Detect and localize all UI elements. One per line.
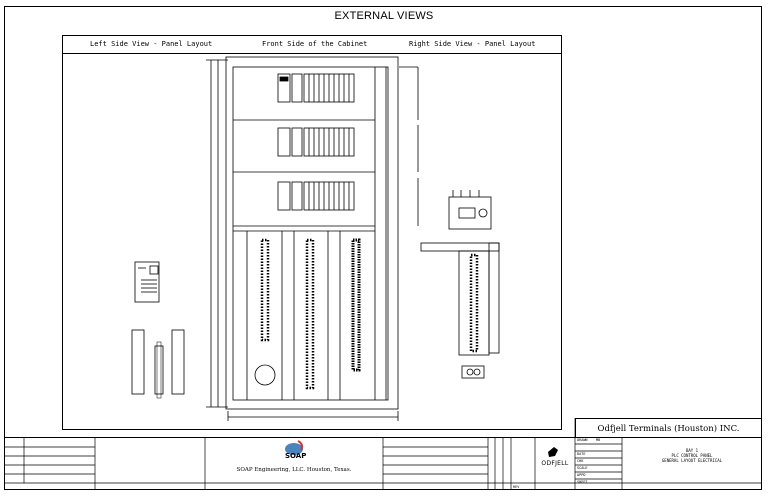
- odfjell-logo-icon: [548, 447, 558, 457]
- odfjell-logo-text: ODFJELL: [541, 460, 569, 467]
- description-line: GENERAL LAYOUT ELECTRICAL: [661, 458, 723, 463]
- views-header-divider: [62, 53, 562, 54]
- description-line: BAY 1: [685, 448, 699, 453]
- left-view-label: Left Side View - Panel Layout: [90, 40, 213, 48]
- title-block: [4, 437, 762, 490]
- field-scale: SCALE: [577, 466, 588, 470]
- field-sheet: SHEET: [577, 480, 588, 484]
- field-checked: CHK: [577, 459, 584, 463]
- description-line: PLC CONTROL PANEL: [671, 453, 713, 458]
- field-drawn-value: MB: [596, 438, 601, 442]
- page-title: EXTERNAL VIEWS: [334, 10, 434, 22]
- drawing-description: BAY 1 PLC CONTROL PANEL GENERAL LAYOUT E…: [622, 448, 762, 463]
- front-view-label: Front Side of the Cabinet: [262, 40, 368, 48]
- right-view-label: Right Side View - Panel Layout: [409, 40, 536, 48]
- title-block-grid: [4, 418, 762, 490]
- left-side-view: [131, 261, 185, 399]
- field-rev: REV: [513, 485, 520, 489]
- field-date: DATE: [577, 452, 586, 456]
- soap-logo-icon: [285, 440, 303, 455]
- field-approved: APPD: [577, 473, 586, 477]
- company-name: Odfjell Terminals (Houston) INC.: [575, 418, 762, 438]
- field-drawn: DRAWN: [577, 438, 588, 442]
- front-cabinet-view: [206, 56, 419, 421]
- right-side-view: [420, 190, 500, 379]
- engineering-firm: SOAP Engineering, LLC. Houston, Texas.: [236, 467, 352, 473]
- soap-logo-text: SOAP: [285, 452, 307, 460]
- views-frame: [62, 35, 562, 430]
